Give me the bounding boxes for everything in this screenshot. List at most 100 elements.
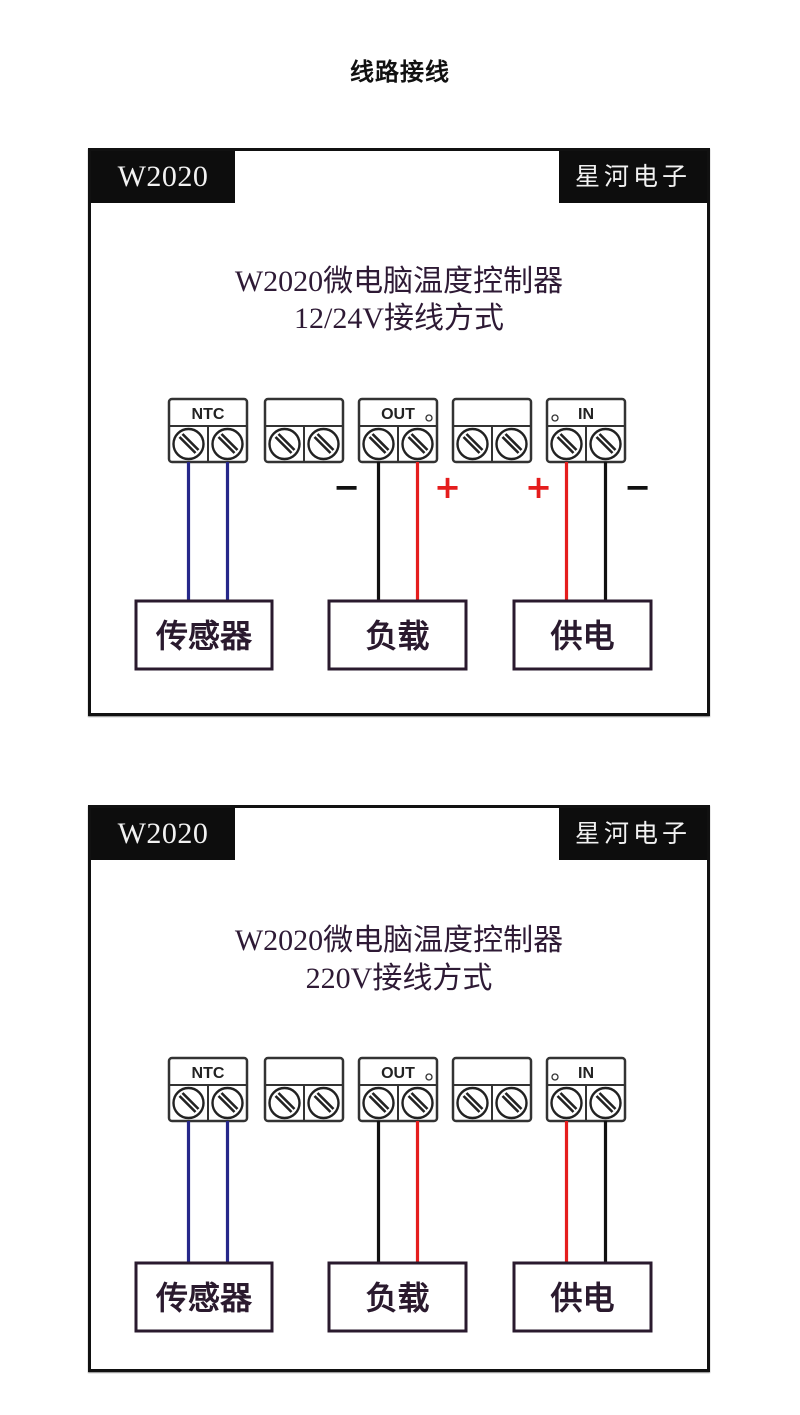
screw-icon [362,427,395,461]
terminal-block [451,1056,533,1123]
screw-slot [371,1092,390,1110]
device-box: 负载 [327,599,468,671]
screw-slot [277,1092,296,1110]
device-box-border [134,599,274,671]
screw-slot [277,433,296,451]
terminal-block: NTC [167,1056,249,1123]
screw-icon [456,1086,489,1120]
screw-icon [268,1086,301,1120]
device-label: 供电 [550,617,614,655]
screw-slot [501,1095,520,1113]
terminal-block [263,397,345,464]
model-tag: W2020 [91,151,235,203]
screw-slot [556,436,575,454]
screw-slot [313,436,332,454]
screw-slot [220,433,239,451]
screw-icon [172,427,205,461]
screw-slot [181,1092,200,1110]
screw-slot [368,1095,387,1113]
screw-slot [313,1095,332,1113]
page-title: 线路接线 [350,58,450,86]
screw-icon [495,427,528,461]
terminal-label: IN [578,1065,594,1082]
screw-slot [462,1095,481,1113]
screw-icon [172,1086,205,1120]
diagram-subheading: 220V接线方式 [305,962,493,995]
screw-slot [504,433,523,451]
polarity-label: − [624,468,651,506]
screw-slot [504,1092,523,1110]
device-label: 传感器 [155,1279,253,1317]
screw-icon [211,1086,244,1120]
terminal-block: OUT [357,397,439,464]
screw-slot [556,1095,575,1113]
screw-slot [217,436,236,454]
polarity-label: − [333,468,360,506]
device-label: 供电 [550,1279,614,1317]
screw-slot [178,436,197,454]
screw-slot [465,433,484,451]
device-box: 传感器 [134,599,274,671]
screw-slot [316,433,335,451]
device-label: 传感器 [155,617,253,655]
polarity-marker-icon [425,414,433,422]
brand-tag: 星河电子 [559,808,707,860]
terminal-label: NTC [192,1065,225,1082]
polarity-marker-icon [551,414,559,422]
terminal-block: IN [545,1056,627,1123]
terminal-label: OUT [381,1065,415,1082]
screw-slot [407,436,426,454]
terminal-block [263,1056,345,1123]
screw-slot [501,436,520,454]
screw-slot [181,433,200,451]
terminal-block: OUT [357,1056,439,1123]
polarity-label: + [525,468,552,506]
screw-slot [559,1092,578,1110]
screw-slot [598,433,617,451]
device-box: 供电 [512,599,653,671]
screw-icon [401,427,434,461]
device-box: 供电 [512,1261,653,1333]
polarity-marker-icon [425,1073,433,1081]
screw-slot [410,1092,429,1110]
terminal-block [451,397,533,464]
screw-icon [550,427,583,461]
screw-icon [589,1086,622,1120]
screw-slot [368,436,387,454]
screw-slot [274,1095,293,1113]
device-label: 负载 [365,1279,429,1317]
diagram-subheading: 12/24V接线方式 [294,302,504,335]
terminal-label: NTC [192,406,225,423]
wiring-svg: NTC OUT IN 传感器 负载 供电 [134,1056,653,1333]
screw-slot [410,433,429,451]
screw-icon [589,427,622,461]
diagram-heading: W2020微电脑温度控制器 [234,924,564,957]
screw-icon [307,427,340,461]
polarity-label: + [434,468,461,506]
screw-icon [307,1086,340,1120]
screw-icon [268,427,301,461]
screw-slot [595,1095,614,1113]
terminal-label: OUT [381,406,415,423]
device-box: 负载 [327,1261,468,1333]
polarity-marker-icon [551,1073,559,1081]
screw-slot [465,1092,484,1110]
screw-slot [316,1092,335,1110]
screw-slot [220,1092,239,1110]
device-box-border [512,599,653,671]
screw-icon [495,1086,528,1120]
screw-icon [211,427,244,461]
device-box: 传感器 [134,1261,274,1333]
device-box-border [327,599,468,671]
device-label: 负载 [365,617,429,655]
screw-slot [407,1095,426,1113]
screw-icon [550,1086,583,1120]
screw-slot [178,1095,197,1113]
screw-icon [401,1086,434,1120]
screw-slot [559,433,578,451]
screw-slot [598,1092,617,1110]
screw-icon [456,427,489,461]
diagram-heading: W2020微电脑温度控制器 [234,265,564,298]
